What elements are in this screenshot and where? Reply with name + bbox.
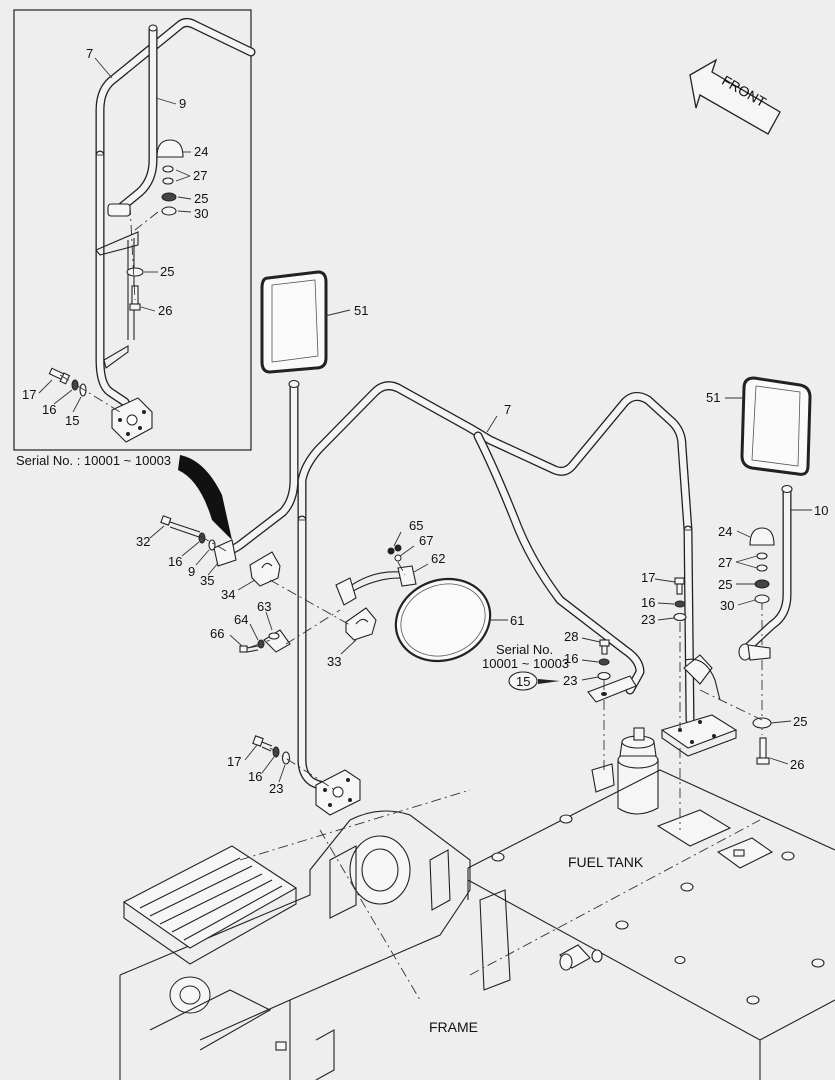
nuts-27-right: [756, 552, 768, 572]
inset-frame: [13, 9, 252, 451]
assembly-lines: [239, 689, 763, 1001]
clamp-63: [263, 629, 291, 653]
label-23c: 23: [269, 781, 283, 796]
inset-label-27: 27: [193, 168, 207, 183]
bolt-26-inset: [129, 285, 141, 311]
bolt-26-right: [756, 737, 770, 765]
washer-25b-inset: [126, 267, 144, 277]
inset-pointer-arrow: [178, 455, 232, 540]
frame: [119, 810, 511, 1080]
bolt-17-inset: [48, 367, 71, 385]
nut-65: [387, 547, 395, 555]
right-base-plate: [660, 654, 738, 757]
label-34: 34: [221, 587, 235, 602]
label-51-left: 51: [354, 303, 368, 318]
label-24: 24: [718, 524, 732, 539]
inset-label-9: 9: [179, 96, 186, 111]
label-17a: 17: [641, 570, 655, 585]
label-16a: 16: [168, 554, 182, 569]
main-handrail-9: [217, 379, 300, 557]
inset-label-17: 17: [22, 387, 36, 402]
inset-label-30: 30: [194, 206, 208, 221]
rubber-cap-24: [749, 527, 775, 546]
label-16b: 16: [641, 595, 655, 610]
inset-label-24: 24: [194, 144, 208, 159]
inset-label-16: 16: [42, 402, 56, 417]
inset-label-26: 26: [158, 303, 172, 318]
inset-label-25a: 25: [194, 191, 208, 206]
frame-label: FRAME: [429, 1019, 478, 1035]
bolt-32: [160, 515, 201, 538]
label-64: 64: [234, 612, 248, 627]
bolt-28: [599, 639, 610, 655]
washer-30-inset: [161, 206, 177, 216]
fuel-filter: [591, 727, 659, 815]
label-63: 63: [257, 599, 271, 614]
tank-cover-plate: [656, 809, 732, 847]
clamp-33: [345, 607, 377, 641]
label-7: 7: [504, 402, 511, 417]
washer-25b-right: [752, 717, 772, 729]
bolt-17-right: [674, 577, 685, 595]
inset-label-25b: 25: [160, 264, 174, 279]
tank-bolts: [491, 814, 825, 1005]
bolt-17-lower: [252, 735, 273, 752]
leader-lines: [149, 309, 812, 783]
label-51-right: 51: [706, 390, 720, 405]
label-27: 27: [718, 555, 732, 570]
washer-25-inset: [161, 192, 177, 202]
tank-cover-plate-2: [716, 837, 774, 869]
label-26: 26: [790, 757, 804, 772]
mirror-51-right: [740, 376, 812, 476]
front-arrow: FRONT: [689, 58, 781, 135]
inset-nuts-27: [162, 165, 174, 185]
label-9: 9: [188, 564, 195, 579]
callout-15: [508, 671, 560, 691]
serial-note-line2: 10001 ~ 10003: [482, 656, 569, 671]
rubber-cap-24: [156, 139, 184, 158]
label-16d: 16: [248, 769, 262, 784]
label-65: 65: [409, 518, 423, 533]
label-62: 62: [431, 551, 445, 566]
mirror-arm-62: [335, 544, 417, 606]
label-16c: 16: [564, 651, 578, 666]
label-28: 28: [564, 629, 578, 644]
frame-step: [122, 845, 298, 965]
label-32: 32: [136, 534, 150, 549]
label-23b: 23: [563, 673, 577, 688]
left-mount-plate: [315, 769, 361, 816]
washer-30-right: [754, 594, 770, 604]
label-10: 10: [814, 503, 828, 518]
label-30: 30: [720, 598, 734, 613]
label-25a: 25: [718, 577, 732, 592]
bracket-serial: [587, 675, 637, 703]
bolt-66: [239, 645, 259, 653]
label-15: 15: [516, 674, 530, 689]
label-33: 33: [327, 654, 341, 669]
clamp-34: [249, 551, 281, 587]
label-35: 35: [200, 573, 214, 588]
mirror-61: [394, 577, 492, 663]
label-23a: 23: [641, 612, 655, 627]
mirror-51-left: [260, 270, 328, 374]
main-handrail-7: [297, 381, 695, 795]
washer-25-right: [754, 579, 770, 589]
label-61: 61: [510, 613, 524, 628]
inset-handrail-7: [95, 18, 256, 407]
label-25b: 25: [793, 714, 807, 729]
inset-detail: 7 9 24 27 25 30 25 26 17 16 15: [13, 9, 256, 451]
fuel-tank-label: FUEL TANK: [568, 854, 644, 870]
label-66: 66: [210, 626, 224, 641]
inset-label-7: 7: [86, 46, 93, 61]
bracket-35: [213, 539, 237, 567]
main-handrail-10: [738, 484, 793, 735]
fuel-tank: [467, 769, 835, 1080]
inset-label-15: 15: [65, 413, 79, 428]
label-67: 67: [419, 533, 433, 548]
serial-note-line1: Serial No.: [496, 642, 553, 657]
label-17b: 17: [227, 754, 241, 769]
inset-handrail-9: [107, 24, 158, 217]
inset-serial-note: Serial No. : 10001 ~ 10003: [16, 453, 171, 468]
